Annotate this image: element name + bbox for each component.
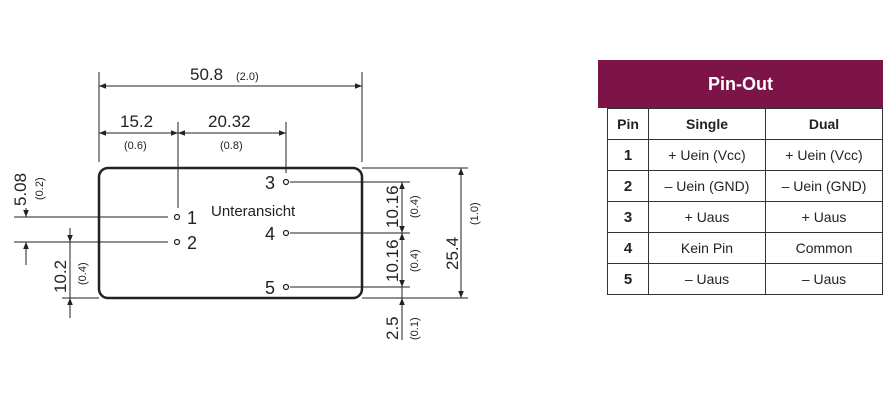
row-dual: – Uein (GND) [765, 170, 883, 202]
row-pin: 3 [607, 201, 649, 233]
dimension-drawing: 50.8 (2.0) 15.2 (0.6) 20.32 (0.8) 5.08 (… [11, 65, 481, 340]
pin-1-marker [173, 213, 181, 221]
pinout-panel: Pin-Out Pin Single Dual 1 + Uein (Vcc) +… [598, 60, 883, 295]
row-dual: + Uaus [765, 201, 883, 233]
right-upper-value: 10.16 [383, 185, 402, 228]
pinout-header-row: Pin Single Dual [607, 108, 883, 140]
overall-width-value: 50.8 [190, 65, 223, 84]
row-single: + Uein (Vcc) [648, 139, 766, 171]
left-pin-value: 15.2 [120, 112, 153, 131]
table-row: 3 + Uaus + Uaus [607, 201, 883, 233]
left-pitch-inch: (0.4) [77, 262, 89, 285]
top-offset-inch: (0.2) [34, 177, 46, 200]
table-row: 5 – Uaus – Uaus [607, 263, 883, 295]
right-lower-value: 10.16 [383, 239, 402, 282]
row-single: – Uaus [648, 263, 766, 295]
pin-5-label: 5 [265, 278, 275, 298]
right-upper-inch: (0.4) [409, 195, 421, 218]
pin-1-label: 1 [187, 208, 197, 228]
table-row: 4 Kein Pin Common [607, 232, 883, 264]
left-pitch-value: 10.2 [51, 260, 70, 293]
row-single: + Uaus [648, 201, 766, 233]
pinout-title: Pin-Out [598, 60, 883, 108]
header-single: Single [648, 108, 766, 140]
table-row: 1 + Uein (Vcc) + Uein (Vcc) [607, 139, 883, 171]
row-dual: Common [765, 232, 883, 264]
top-offset-value: 5.08 [11, 173, 30, 206]
height-inch: (1.0) [469, 202, 481, 225]
pin-3-marker [282, 178, 290, 186]
pinout-table: Pin Single Dual 1 + Uein (Vcc) + Uein (V… [607, 108, 883, 295]
pin-spacing-inch: (0.8) [220, 140, 243, 152]
row-single: Kein Pin [648, 232, 766, 264]
height-value: 25.4 [443, 237, 462, 270]
left-pin-inch: (0.6) [124, 140, 147, 152]
overall-width-inch: (2.0) [236, 71, 259, 83]
row-pin: 2 [607, 170, 649, 202]
bottom-offset-inch: (0.1) [409, 317, 421, 340]
row-pin: 5 [607, 263, 649, 295]
pin-5-marker [282, 283, 290, 291]
pin-4-marker [282, 229, 290, 237]
pin-spacing-value: 20.32 [208, 112, 251, 131]
pin-4-label: 4 [265, 224, 275, 244]
right-lower-inch: (0.4) [409, 249, 421, 272]
row-dual: + Uein (Vcc) [765, 139, 883, 171]
view-label: Unteransicht [211, 203, 296, 220]
pin-3-label: 3 [265, 173, 275, 193]
pin-2-marker [173, 238, 181, 246]
table-row: 2 – Uein (GND) – Uein (GND) [607, 170, 883, 202]
row-pin: 4 [607, 232, 649, 264]
header-dual: Dual [765, 108, 883, 140]
row-single: – Uein (GND) [648, 170, 766, 202]
row-dual: – Uaus [765, 263, 883, 295]
header-pin: Pin [607, 108, 649, 140]
pin-2-label: 2 [187, 233, 197, 253]
row-pin: 1 [607, 139, 649, 171]
bottom-offset-value: 2.5 [383, 316, 402, 340]
